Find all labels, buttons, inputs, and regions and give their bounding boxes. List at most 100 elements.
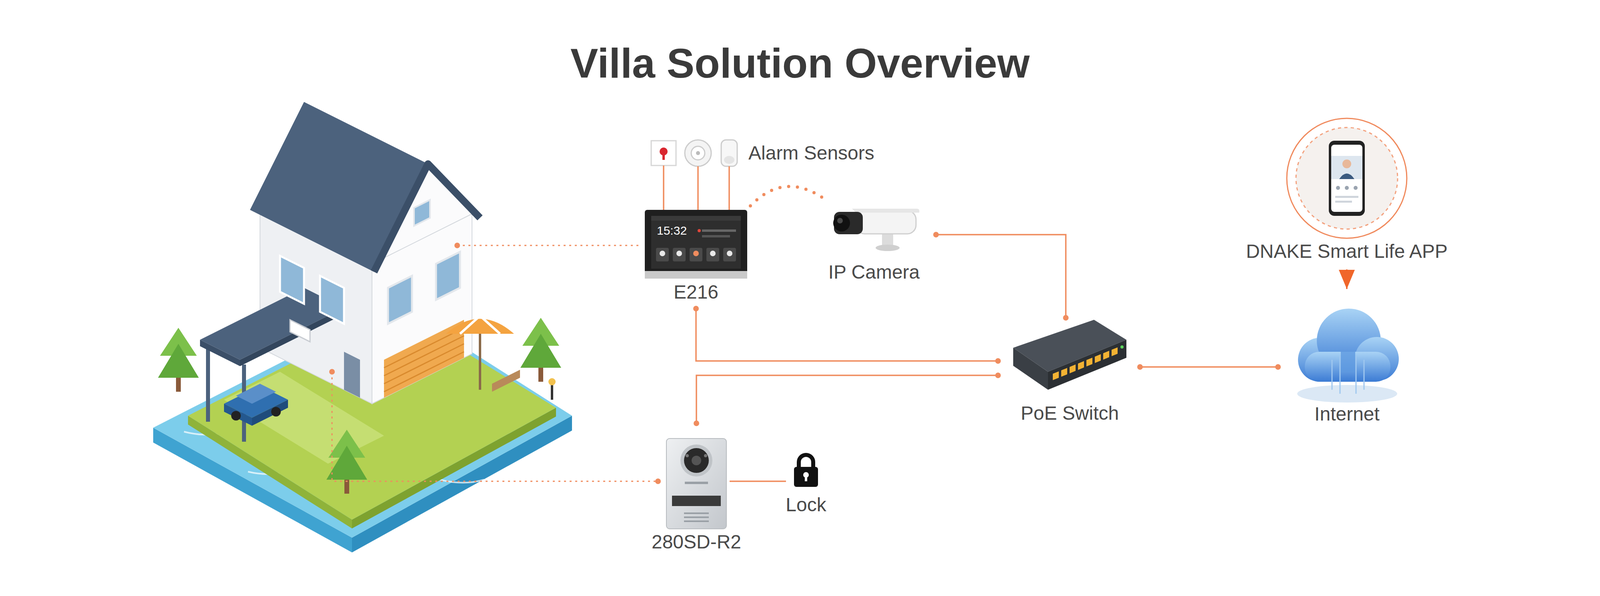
- connector-dot: [1275, 364, 1281, 370]
- connector-line: [1140, 366, 1278, 368]
- smart-life-app-icon-part: [1336, 186, 1340, 190]
- connector: [1346, 269, 1348, 290]
- villa-illustration-part: [252, 400, 288, 426]
- screen-time: 15:32: [656, 224, 687, 237]
- poe-switch-part: [1094, 354, 1101, 364]
- alarm-sensor-icons: [651, 140, 738, 167]
- leader-line: [329, 242, 661, 485]
- villa-illustration-part: [492, 370, 520, 392]
- villa-illustration-part: [290, 320, 310, 342]
- connector-dot: [693, 420, 700, 427]
- indoor-monitor-part: [693, 250, 699, 257]
- door-station-part: [684, 516, 709, 519]
- connector-dot: [995, 372, 1001, 379]
- leader-line-part: [454, 242, 460, 249]
- connector: [729, 481, 786, 482]
- device-label: IP Camera: [828, 260, 920, 284]
- leader-line-part: [457, 245, 640, 247]
- tree-part: [344, 478, 350, 494]
- alarm-sensor-icons-part: [651, 140, 676, 166]
- indoor-monitor-node: E216: [644, 210, 748, 279]
- ip-camera-part: [833, 214, 850, 232]
- device-label: DNAKE Smart Life APP: [1246, 240, 1448, 264]
- smart-life-app-icon-part: [1286, 118, 1407, 239]
- indoor-monitor-part: [644, 210, 748, 279]
- connector: [933, 232, 1069, 321]
- connector-dot: [693, 306, 699, 312]
- tree-part: [158, 344, 199, 378]
- connector: [1137, 364, 1281, 370]
- connector-dot: [1063, 315, 1069, 321]
- door-station-part: [685, 454, 689, 458]
- villa-illustration-part: [548, 378, 556, 386]
- alarm-sensors-node: Alarm Sensors: [648, 138, 738, 168]
- device-label: E216: [673, 280, 719, 304]
- villa-illustration-part: [206, 348, 210, 422]
- villa-illustration-part: [550, 384, 554, 400]
- poe-switch-node: PoE Switch: [1013, 320, 1127, 398]
- connector-line: [729, 480, 786, 483]
- padlock-icon-part: [794, 467, 818, 488]
- smart-life-app-icon-part: [1342, 159, 1352, 169]
- ip-camera-part: [852, 208, 920, 213]
- poe-switch-part: [1120, 345, 1124, 349]
- alarm-sensor-icons-part: [684, 140, 712, 167]
- ip-camera-part: [837, 218, 843, 224]
- smart-life-app-icon-part: [1353, 186, 1358, 190]
- villa-illustration-part: [388, 276, 412, 324]
- smart-life-app-icon-part: [1296, 127, 1398, 230]
- door-station-part: [684, 482, 708, 485]
- device-label: Alarm Sensors: [748, 141, 875, 165]
- alarm-sensor-icons-part: [659, 147, 668, 156]
- smart-life-app-icon-part: [1331, 156, 1363, 180]
- connector-line: [936, 234, 1066, 318]
- alarm-sensor-icons-part: [721, 140, 738, 167]
- poe-switch-part: [1111, 347, 1118, 357]
- poe-switch-part: [1061, 368, 1068, 377]
- door-station-node: 280SD-R2: [666, 438, 727, 530]
- villa-illustration: [153, 102, 572, 553]
- indoor-monitor-part: [656, 248, 669, 262]
- internet-cloud-part: [1304, 352, 1391, 382]
- lock-node: Lock: [793, 454, 819, 488]
- padlock-icon: [794, 455, 818, 488]
- internet-cloud: [1297, 308, 1399, 403]
- connector-dot: [1137, 364, 1143, 370]
- ip-camera-part: [856, 210, 916, 234]
- villa-illustration-part: [231, 411, 241, 421]
- villa-illustration-part: [374, 164, 480, 272]
- device-label: Lock: [785, 493, 826, 517]
- leader-line-part: [332, 372, 658, 482]
- villa-illustration-part: [271, 407, 281, 417]
- indoor-monitor-part: [676, 250, 682, 257]
- smart-life-app-icon-part: [1328, 140, 1365, 216]
- connector-line: [750, 186, 827, 206]
- villa-illustration-part: [280, 256, 304, 304]
- indoor-monitor-part: [706, 248, 720, 262]
- indoor-monitor-part: [651, 216, 741, 269]
- villa-illustration-part: [384, 328, 464, 392]
- door-station-part: [704, 454, 708, 458]
- connector-line: [696, 308, 998, 362]
- door-station-part: [672, 496, 721, 507]
- connector: [693, 306, 1001, 364]
- padlock-icon-part: [804, 476, 808, 482]
- device-label: Internet: [1314, 402, 1380, 426]
- internet-cloud-part: [1340, 352, 1356, 372]
- alarm-sensor-icons-part: [691, 146, 705, 160]
- indoor-monitor-part: [702, 229, 736, 232]
- villa-illustration-part: [460, 316, 500, 334]
- app-node: DNAKE Smart Life APP: [1286, 118, 1407, 239]
- leader-line-part: [329, 369, 335, 375]
- indoor-monitor-part: [702, 235, 730, 238]
- smart-life-app-icon-part: [1344, 186, 1349, 190]
- tree-part: [520, 334, 562, 368]
- villa-illustration-part: [320, 276, 344, 324]
- poe-switch-part: [1103, 351, 1110, 360]
- diagram-title: Villa Solution Overview: [0, 42, 1600, 84]
- villa-illustration-part: [414, 200, 430, 226]
- indoor-monitor-part: [710, 250, 716, 257]
